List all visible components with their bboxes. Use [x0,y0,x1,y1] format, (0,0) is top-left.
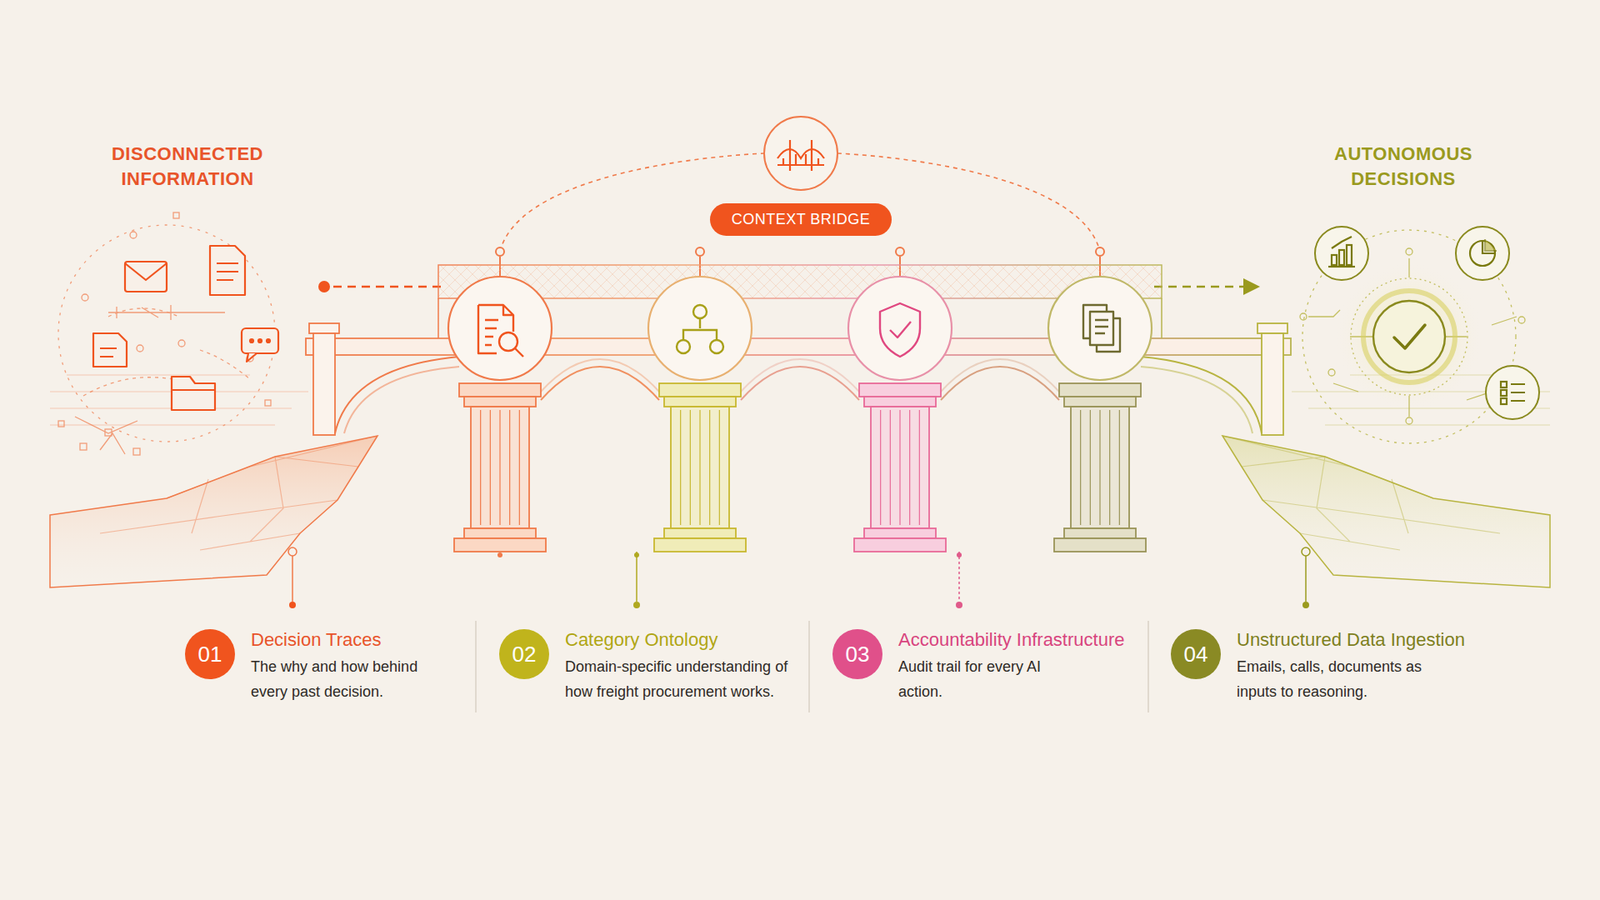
item-description: The why and how behind every past decisi… [250,654,439,705]
pillar-item: 03 Accountability InfrastructureAudit tra… [832,629,1078,705]
callout-number: 04 [1170,629,1221,680]
item-text: Accountability InfrastructureAudit trail… [898,629,1078,705]
item-description: Emails, calls, documents as inputs to re… [1236,654,1437,705]
callout-number: 01 [185,629,235,680]
context-pill: CONTEXT BRIDGE [710,203,893,236]
pillar-item: 02 Category OntologyDomain-specific under… [499,629,803,705]
pill-label: CONTEXT BRIDGE [710,203,893,236]
item-title: Decision Traces [250,629,439,651]
pillar-item: 04 Unstructured Data IngestionEmails, cal… [1170,629,1437,705]
side-heading: AUTONOMOUS DECISIONS [1307,141,1500,192]
item-description: Domain-specific understanding of how fre… [565,654,803,705]
item-title: Category Ontology [565,629,803,651]
item-title: Unstructured Data Ingestion [1236,629,1437,651]
item-text: Category OntologyDomain-specific underst… [565,629,803,705]
item-title: Accountability Infrastructure [898,629,1078,651]
callout-number: 02 [499,629,550,680]
callout-number: 03 [832,629,883,680]
pillar-item: 01 Decision TracesThe why and how behind … [185,629,439,705]
item-text: Decision TracesThe why and how behind ev… [250,629,439,705]
item-description: Audit trail for every AI action. [898,654,1078,705]
item-text: Unstructured Data IngestionEmails, calls… [1236,629,1437,705]
side-heading: DISCONNECTED INFORMATION [91,141,284,192]
